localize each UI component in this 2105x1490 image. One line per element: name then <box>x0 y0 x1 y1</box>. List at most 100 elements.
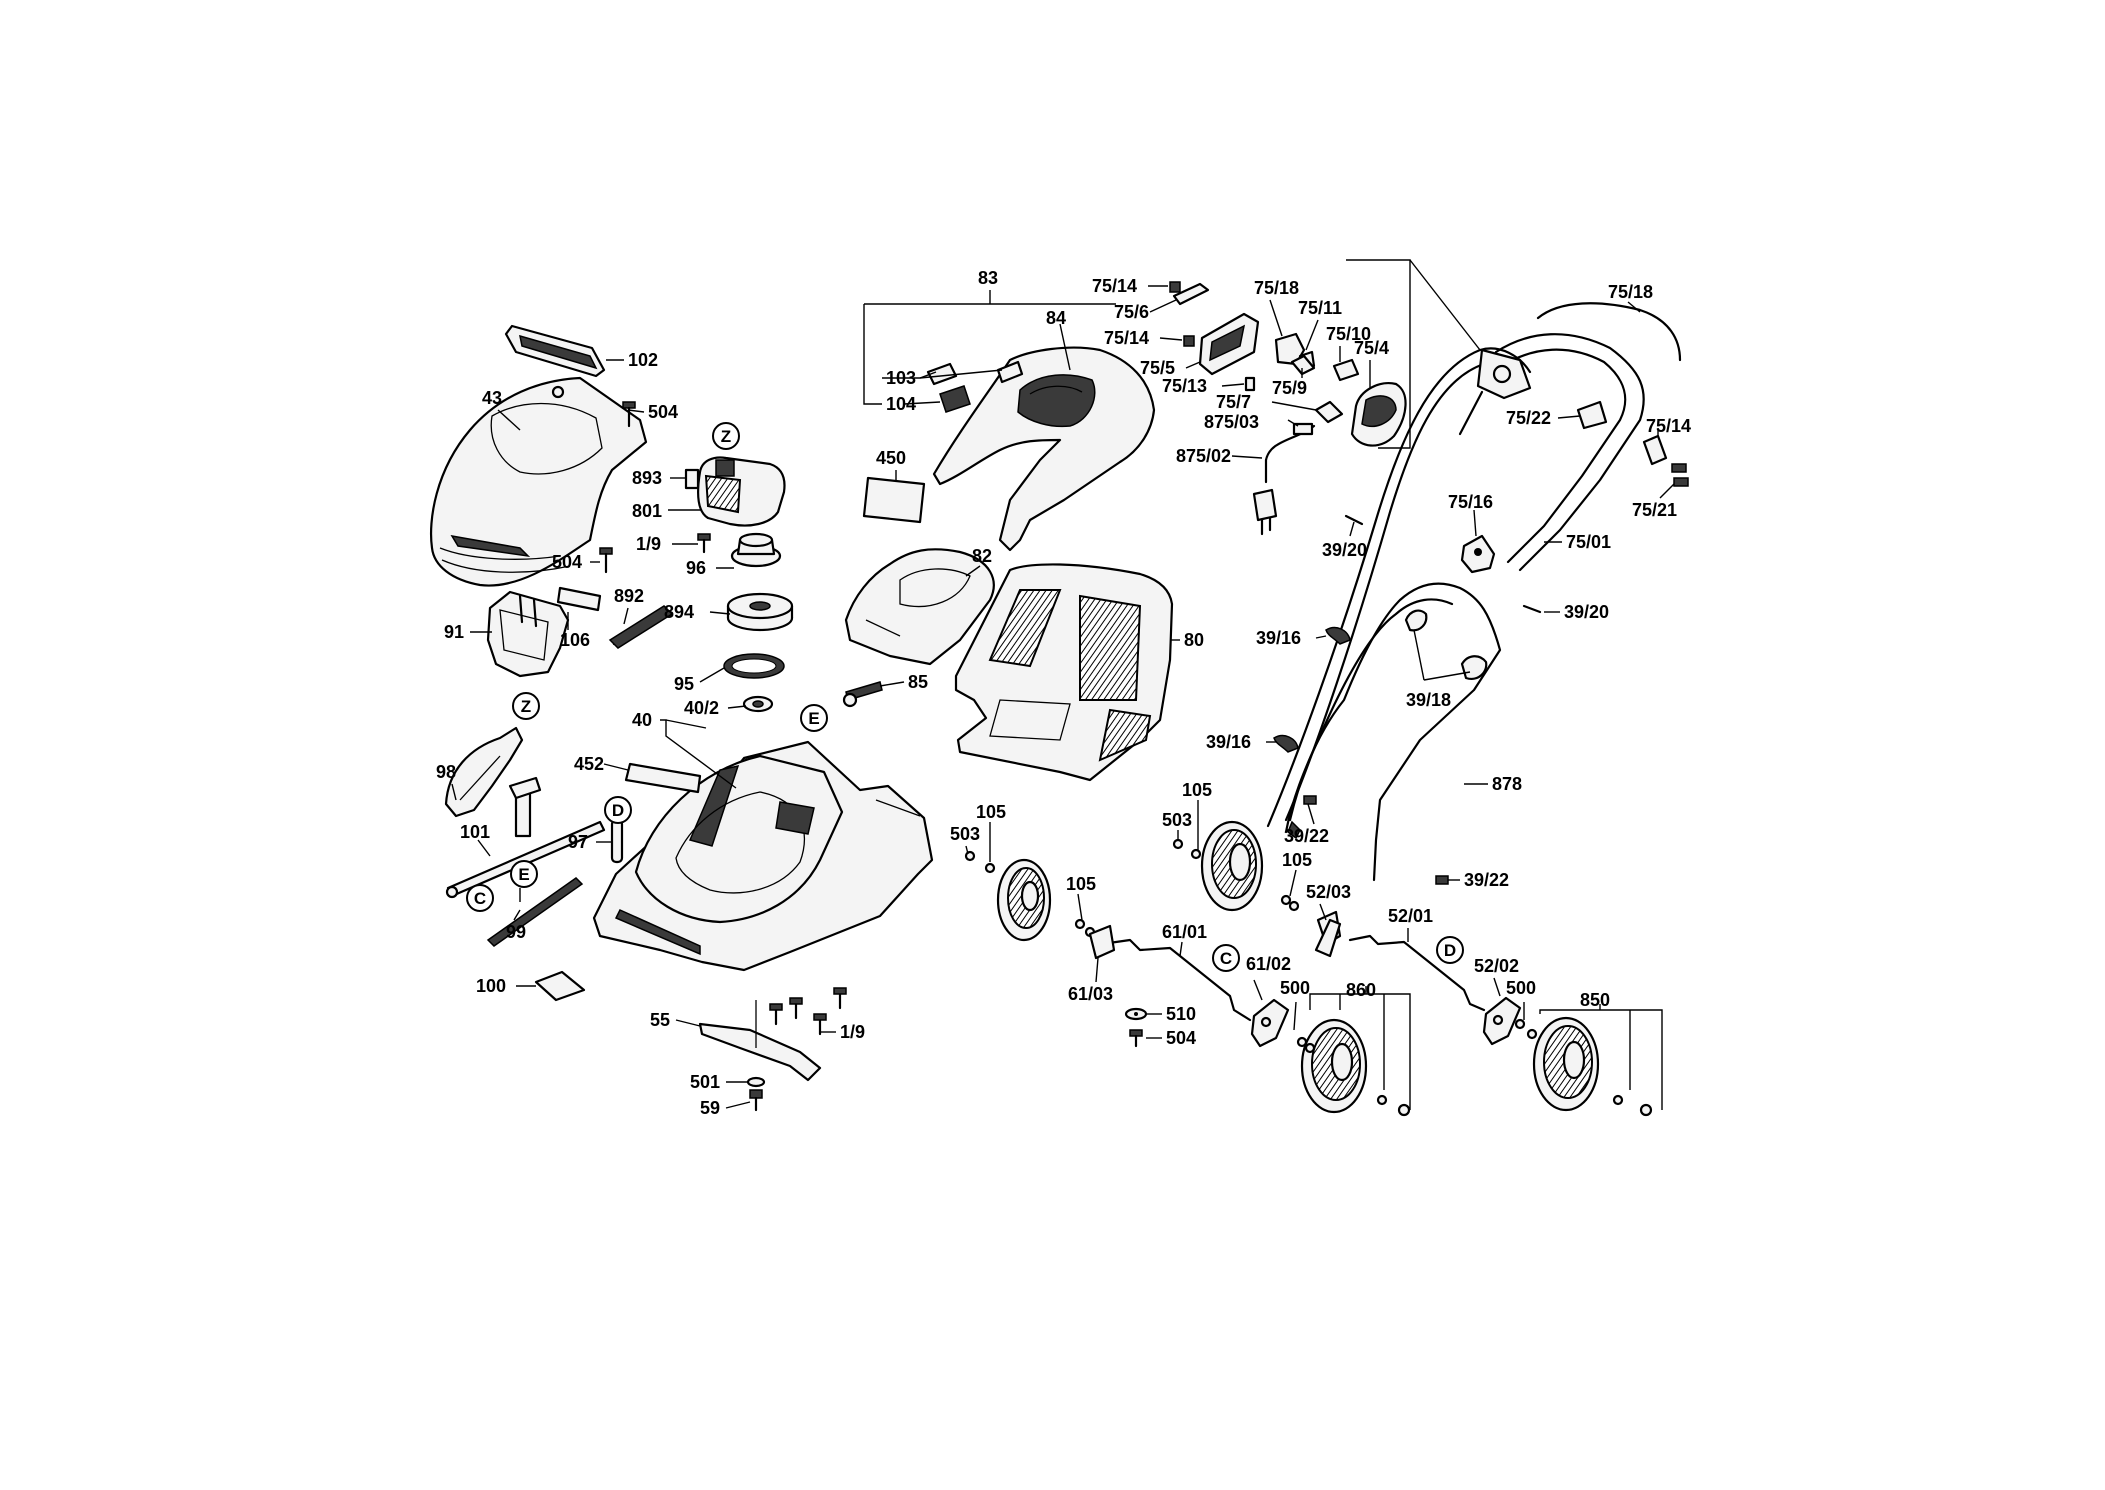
cable-875-03 <box>1264 422 1316 484</box>
bracket-switch-group <box>1346 259 1481 449</box>
part-75-9 <box>1290 354 1316 376</box>
callout-e-lever: E <box>510 860 538 888</box>
bracket-83 <box>863 290 1116 405</box>
gear-894 <box>726 592 794 632</box>
screw-75-14-b <box>1183 335 1195 347</box>
housing-40 <box>592 740 934 972</box>
label-91: 91 <box>444 622 464 642</box>
label-52-02: 52/02 <box>1474 956 1519 976</box>
label-875-02: 875/02 <box>1176 446 1231 466</box>
label-894: 894 <box>664 602 694 622</box>
screw-59 <box>749 1089 763 1112</box>
clip-104 <box>939 385 971 413</box>
label-75-5: 75/5 <box>1140 358 1175 378</box>
label-75-22: 75/22 <box>1506 408 1551 428</box>
label-97: 97 <box>568 832 588 852</box>
bracket-52-02 <box>1482 996 1522 1046</box>
part-75-10 <box>1332 358 1360 382</box>
label-75-14-b: 75/14 <box>1104 328 1149 348</box>
label-75-18-b: 75/18 <box>1608 282 1653 302</box>
label-96: 96 <box>686 558 706 578</box>
cover-plate-106 <box>556 586 602 612</box>
callout-d-right: D <box>1436 936 1464 964</box>
callout-c-left: C <box>466 884 494 912</box>
label-39-20-a: 39/20 <box>1322 540 1367 560</box>
svg-text:E: E <box>808 709 819 728</box>
height-adjust-101 <box>445 776 606 899</box>
label-501: 501 <box>690 1072 720 1092</box>
label-75-9: 75/9 <box>1272 378 1307 398</box>
label-75-4: 75/4 <box>1354 338 1389 358</box>
label-40-2: 40/2 <box>684 698 719 718</box>
callout-e-housing: E <box>800 704 828 732</box>
bushing-893 <box>684 468 700 490</box>
label-39-16-b: 39/16 <box>1206 732 1251 752</box>
label-39-22-b: 39/22 <box>1464 870 1509 890</box>
label-39-20-b: 39/20 <box>1564 602 1609 622</box>
rear-wheel-860 <box>1300 1018 1368 1114</box>
label-500-b: 500 <box>1506 978 1536 998</box>
screws-75-21 <box>1671 463 1689 487</box>
screw-504-bottom <box>599 547 613 574</box>
part-labels: 102 43 504 893 801 1/9 504 96 892 894 91… <box>436 268 1691 1118</box>
label-39-18: 39/18 <box>1406 690 1451 710</box>
label-875-03: 875/03 <box>1204 412 1259 432</box>
rear-wheel-850 <box>1532 1016 1600 1112</box>
clips-103 <box>926 360 1024 386</box>
washer-510 <box>1124 1007 1148 1021</box>
label-450: 450 <box>876 448 906 468</box>
label-75-14-a: 75/14 <box>1092 276 1137 296</box>
lever-98 <box>444 726 524 818</box>
screws-1-9-bottom <box>769 987 847 1036</box>
blade-55 <box>698 1000 822 1082</box>
svg-text:Z: Z <box>521 697 531 716</box>
cable-892 <box>608 605 674 649</box>
bracket-61-02 <box>1250 998 1290 1048</box>
plug-875-02 <box>1252 488 1278 536</box>
label-75-10: 75/10 <box>1326 324 1371 344</box>
label-75-01: 75/01 <box>1566 532 1611 552</box>
cover-75-4 <box>1350 382 1407 447</box>
label-52-03: 52/03 <box>1306 882 1351 902</box>
svg-text:Z: Z <box>721 427 731 446</box>
screw-75-14-a <box>1169 281 1181 293</box>
label-83: 83 <box>978 268 998 288</box>
label-55: 55 <box>650 1010 670 1030</box>
label-61-02: 61/02 <box>1246 954 1291 974</box>
upper-handle-75-01 <box>1266 333 1645 828</box>
washer-501 <box>746 1076 766 1088</box>
screw-39-20-b <box>1522 604 1542 614</box>
label-104: 104 <box>886 394 916 414</box>
label-504-top: 504 <box>648 402 678 422</box>
knob-39-16-a <box>1325 626 1351 645</box>
clip-75-16 <box>1460 534 1496 574</box>
label-75-7: 75/7 <box>1216 392 1251 412</box>
svg-text:C: C <box>1220 949 1232 968</box>
label-801: 801 <box>632 501 662 521</box>
bracket-52-03 <box>1314 918 1342 958</box>
label-40: 40 <box>632 710 652 730</box>
label-103: 103 <box>886 368 916 388</box>
callout-z-bottom: Z <box>512 692 540 720</box>
grass-bag-panel-82 <box>844 548 995 666</box>
label-84: 84 <box>1046 308 1066 328</box>
screw-1-9-top <box>697 533 711 554</box>
label-452: 452 <box>574 754 604 774</box>
label-101: 101 <box>460 822 490 842</box>
label-106: 106 <box>560 630 590 650</box>
label-504-wheel: 504 <box>1166 1028 1196 1048</box>
switch-box-91 <box>486 590 570 678</box>
grass-bag-80 <box>954 563 1174 782</box>
label-105-a: 105 <box>976 802 1006 822</box>
axle-52-01 <box>1316 910 1486 1012</box>
label-75-21: 75/21 <box>1632 500 1677 520</box>
label-sheet-452 <box>624 762 702 794</box>
label-510: 510 <box>1166 1004 1196 1024</box>
front-right-wheel <box>1200 820 1264 912</box>
label-1-9-bottom: 1/9 <box>840 1022 865 1042</box>
label-82: 82 <box>972 546 992 566</box>
handle-grip-102 <box>504 324 606 378</box>
pulley-96 <box>730 532 782 568</box>
bracket-850 <box>1539 1004 1663 1110</box>
svg-text:C: C <box>474 889 486 908</box>
